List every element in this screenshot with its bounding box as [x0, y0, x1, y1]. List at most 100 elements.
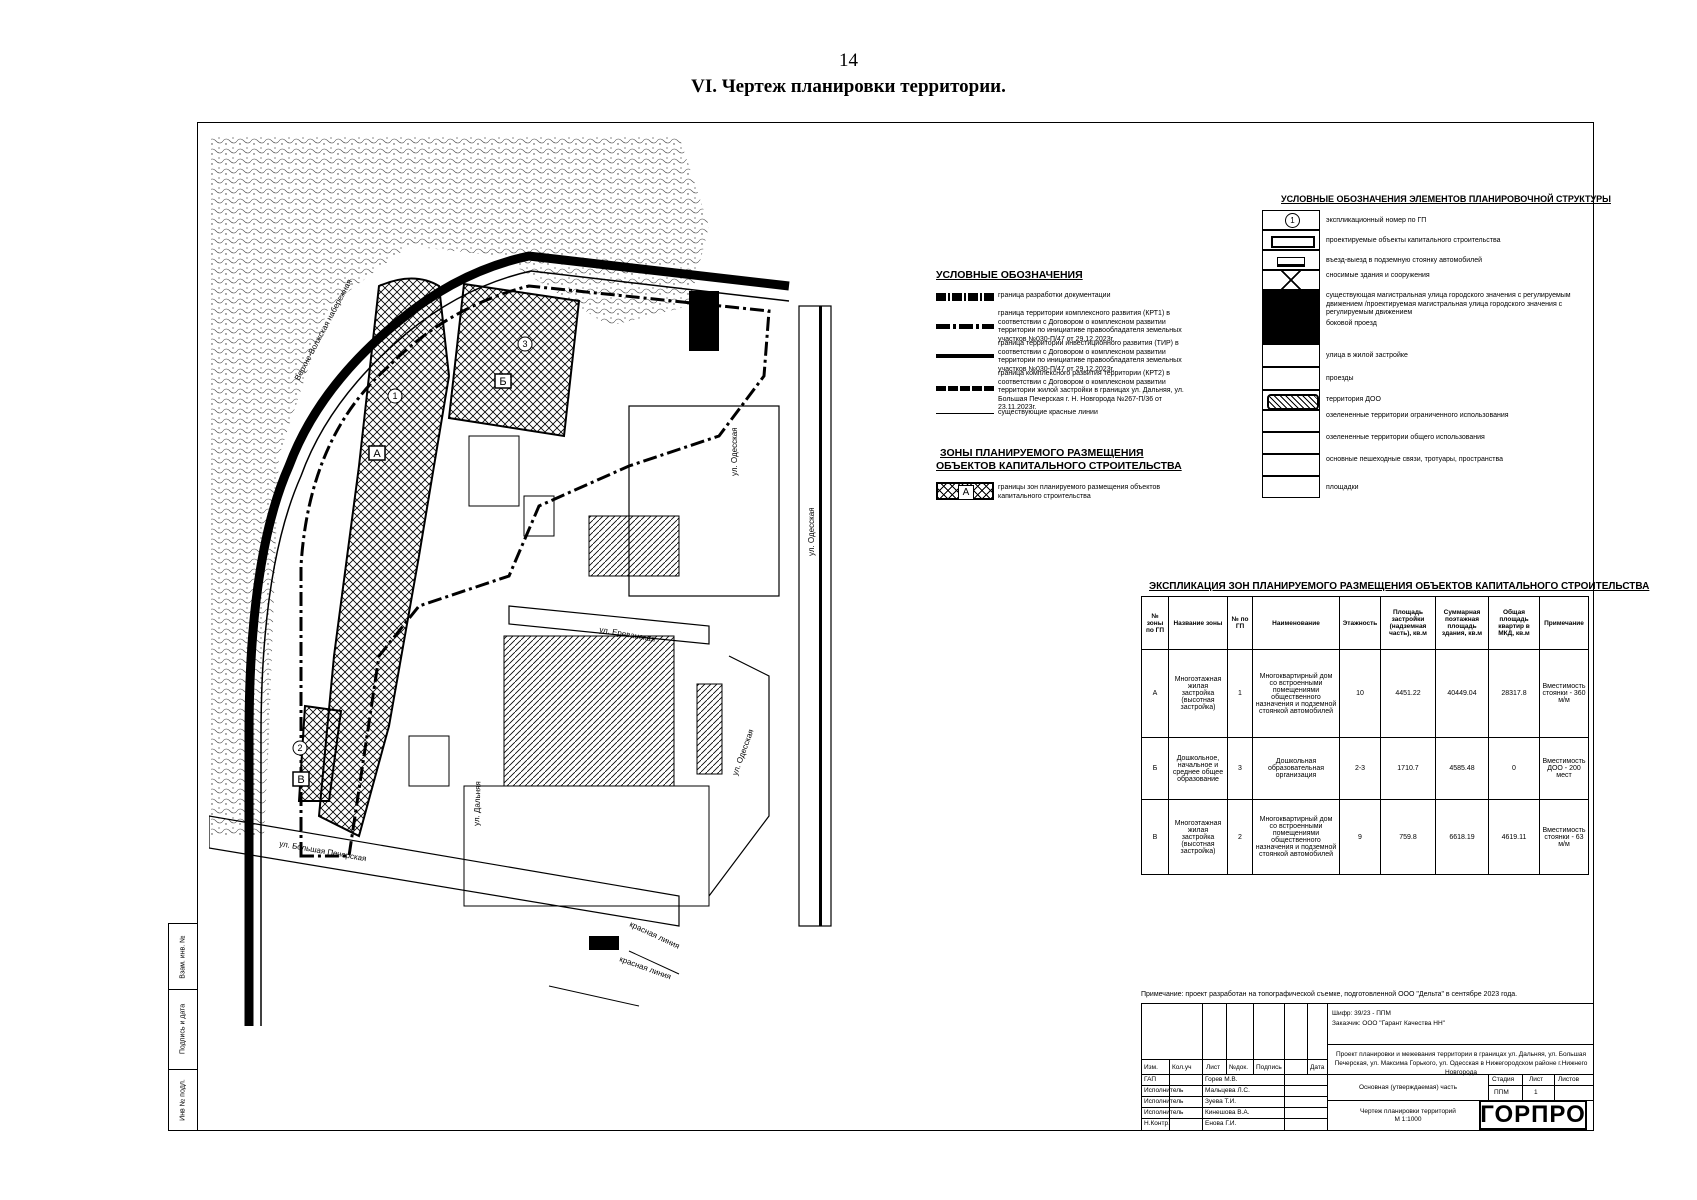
header-note: Примечание — [1539, 596, 1589, 650]
explication-header-row: № зоны по ГП Название зоны № по ГП Наиме… — [1141, 596, 1589, 650]
legend-zones-title-1: ЗОНЫ ПЛАНИРУЕМОГО РАЗМЕЩЕНИЯ — [940, 447, 1144, 459]
legend-structure-item-1: проектируемые объекты капитального строи… — [1326, 237, 1501, 244]
table-row: А Многоэтажная жилая застройка (высотная… — [1141, 649, 1589, 738]
legend-structure-item-3: сносимые здания и сооружения — [1326, 272, 1430, 279]
sheet-label: Лист — [1529, 1076, 1544, 1083]
legend-structure-item-7: проезды — [1326, 375, 1354, 382]
person-name: Кинешова В.А. — [1205, 1109, 1250, 1116]
table-cell: 4619.11 — [1488, 799, 1540, 875]
table-cell: Многоэтажная жилая застройка (высотная з… — [1168, 649, 1228, 738]
legend-item-zone: границы зон планируемого размещения объе… — [998, 484, 1161, 500]
stage-value: ППМ — [1494, 1089, 1509, 1096]
header-built-area: Площадь застройки (надземная часть), кв.… — [1380, 596, 1436, 650]
survey-note: Примечание: проект разработан на топогра… — [1141, 991, 1518, 998]
red-line-label-1: красная линия — [628, 920, 681, 951]
col-header-qty: Кол.уч — [1172, 1064, 1192, 1071]
header-apartments-area: Общая площадь квартир в МКД, кв.м — [1488, 596, 1540, 650]
table-cell: 40449.04 — [1435, 649, 1489, 738]
zone-label-b: Б — [499, 376, 506, 388]
person-role: Исполнитель — [1144, 1109, 1184, 1116]
person-name: Мальцева Л.С. — [1205, 1087, 1250, 1094]
table-cell: 1710.7 — [1380, 737, 1436, 800]
legend-gp-number-symbol: 1 — [1285, 213, 1300, 228]
person-role: ГАП — [1144, 1076, 1157, 1083]
drawing-name: Чертеж планировки территорий — [1360, 1108, 1456, 1115]
gp-number-1: 1 — [392, 391, 397, 401]
table-cell: 6618.19 — [1435, 799, 1489, 875]
legend-structure-item-4: существующая магистральная улица городск… — [1326, 292, 1571, 316]
gorpro-logo: ГОРПРО — [1479, 1100, 1587, 1130]
underground-entry — [689, 291, 719, 351]
title-block-project: Проект планировки и межевания территории… — [1334, 1051, 1588, 1076]
erevanskaya-street — [508, 605, 710, 645]
legend-item-tir: граница территории инвестиционного разви… — [998, 340, 1182, 373]
person-name: Енова Г.И. — [1205, 1120, 1237, 1127]
planning-map: 1 3 2 А Б В Верхне-Волжская набережная у… — [209, 136, 832, 1026]
person-role: Исполнитель — [1144, 1087, 1184, 1094]
drawing-scale: М 1:1000 — [1394, 1116, 1422, 1123]
table-row: В Многоэтажная жилая застройка (высотная… — [1141, 799, 1589, 875]
person-name: Горев М.В. — [1205, 1076, 1238, 1083]
legend-structure-item-6: улица в жилой застройке — [1326, 352, 1408, 359]
table-cell: 9 — [1339, 799, 1381, 875]
legend-symbol-boundary — [936, 293, 994, 301]
embankment-road — [244, 251, 790, 1026]
table-cell: 2 — [1227, 799, 1253, 875]
street-label-odesskaya-1: ул. Одесская — [730, 427, 739, 476]
table-cell: А — [1141, 649, 1169, 738]
legend-symbol-krt1 — [936, 324, 994, 329]
legend-item-krt1: граница территории комплексного развития… — [998, 310, 1182, 343]
table-cell: Многоквартирный дом со встроенными помещ… — [1252, 649, 1340, 738]
header-floors: Этажность — [1339, 596, 1381, 650]
side-stamp: Взам. инв. № Подпись и дата Инв № подл. — [168, 923, 198, 1131]
street-label-dalnyaya: ул. Дальняя — [472, 781, 483, 826]
table-cell: 2-3 — [1339, 737, 1381, 800]
explication-title: ЭКСПЛИКАЦИЯ ЗОН ПЛАНИРУЕМОГО РАЗМЕЩЕНИЯ … — [1149, 581, 1650, 592]
person-name: Зуева Т.И. — [1205, 1098, 1237, 1105]
legend-main-title: УСЛОВНЫЕ ОБОЗНАЧЕНИЯ — [936, 269, 1083, 281]
legend-structure-item-9: озелененные территории ограниченного исп… — [1326, 412, 1509, 419]
existing-block-east — [628, 405, 780, 597]
table-cell: Вместимость стоянки - 360 м/м — [1539, 649, 1589, 738]
zone-label-a: А — [373, 448, 381, 460]
title-block-code: Шифр: 39/23 - ППМ — [1332, 1010, 1391, 1017]
gp-number-3: 3 — [522, 339, 527, 349]
street-label-odesskaya-3: ул. Одесская — [730, 728, 755, 777]
table-cell: Многоэтажная жилая застройка (высотная з… — [1168, 799, 1228, 875]
logo-text: ГОРПРО — [1480, 1101, 1586, 1128]
title-block-part: Основная (утверждаемая) часть — [1358, 1084, 1458, 1091]
legend-structure-item-11: основные пешеходные связи, тротуары, про… — [1326, 456, 1503, 463]
legend-structure-item-10: озелененные территории общего использова… — [1326, 434, 1485, 441]
table-cell: Б — [1141, 737, 1169, 800]
table-cell: 3 — [1227, 737, 1253, 800]
col-header-signature: Подпись — [1256, 1064, 1282, 1071]
page-title: VI. Чертеж планировки территории. — [691, 76, 1006, 97]
table-cell: 4451.22 — [1380, 649, 1436, 738]
table-cell: 28317.8 — [1488, 649, 1540, 738]
zone-a-area — [317, 277, 451, 838]
table-cell: 4585.48 — [1435, 737, 1489, 800]
table-cell: 10 — [1339, 649, 1381, 738]
table-cell: Вместимость ДОО - 200 мест — [1539, 737, 1589, 800]
table-cell: Вместимость стоянки - 63 м/м — [1539, 799, 1589, 875]
bolshaya-pecherskaya-street — [209, 815, 680, 927]
sheets-label: Листов — [1558, 1076, 1580, 1083]
table-cell: В — [1141, 799, 1169, 875]
legend-structure-item-12: площадки — [1326, 484, 1359, 491]
col-header-change: Изм. — [1144, 1064, 1158, 1071]
legend-structure-title: УСЛОВНЫЕ ОБОЗНАЧЕНИЯ ЭЛЕМЕНТОВ ПЛАНИРОВО… — [1281, 194, 1611, 204]
side-stamp-replace: Взам. инв. № — [179, 934, 187, 979]
header-gp-no: № по ГП — [1227, 596, 1253, 650]
title-block-customer: Заказчик: ООО "Гарант Качества НН" — [1332, 1020, 1445, 1027]
header-name: Наименование — [1252, 596, 1340, 650]
legend-symbol-tir — [936, 354, 994, 358]
zone-b-area — [447, 282, 581, 438]
legend-symbol-zone: А — [936, 482, 994, 500]
col-header-doc: №док. — [1229, 1064, 1249, 1071]
header-zone-no: № зоны по ГП — [1141, 596, 1169, 650]
legend-structure-item-8: территория ДОО — [1326, 396, 1381, 403]
table-cell: Многоквартирный дом со встроенными помещ… — [1252, 799, 1340, 875]
col-header-sheet: Лист — [1206, 1064, 1221, 1071]
zone-label-v: В — [297, 774, 304, 786]
page-number: 14 — [839, 50, 858, 71]
